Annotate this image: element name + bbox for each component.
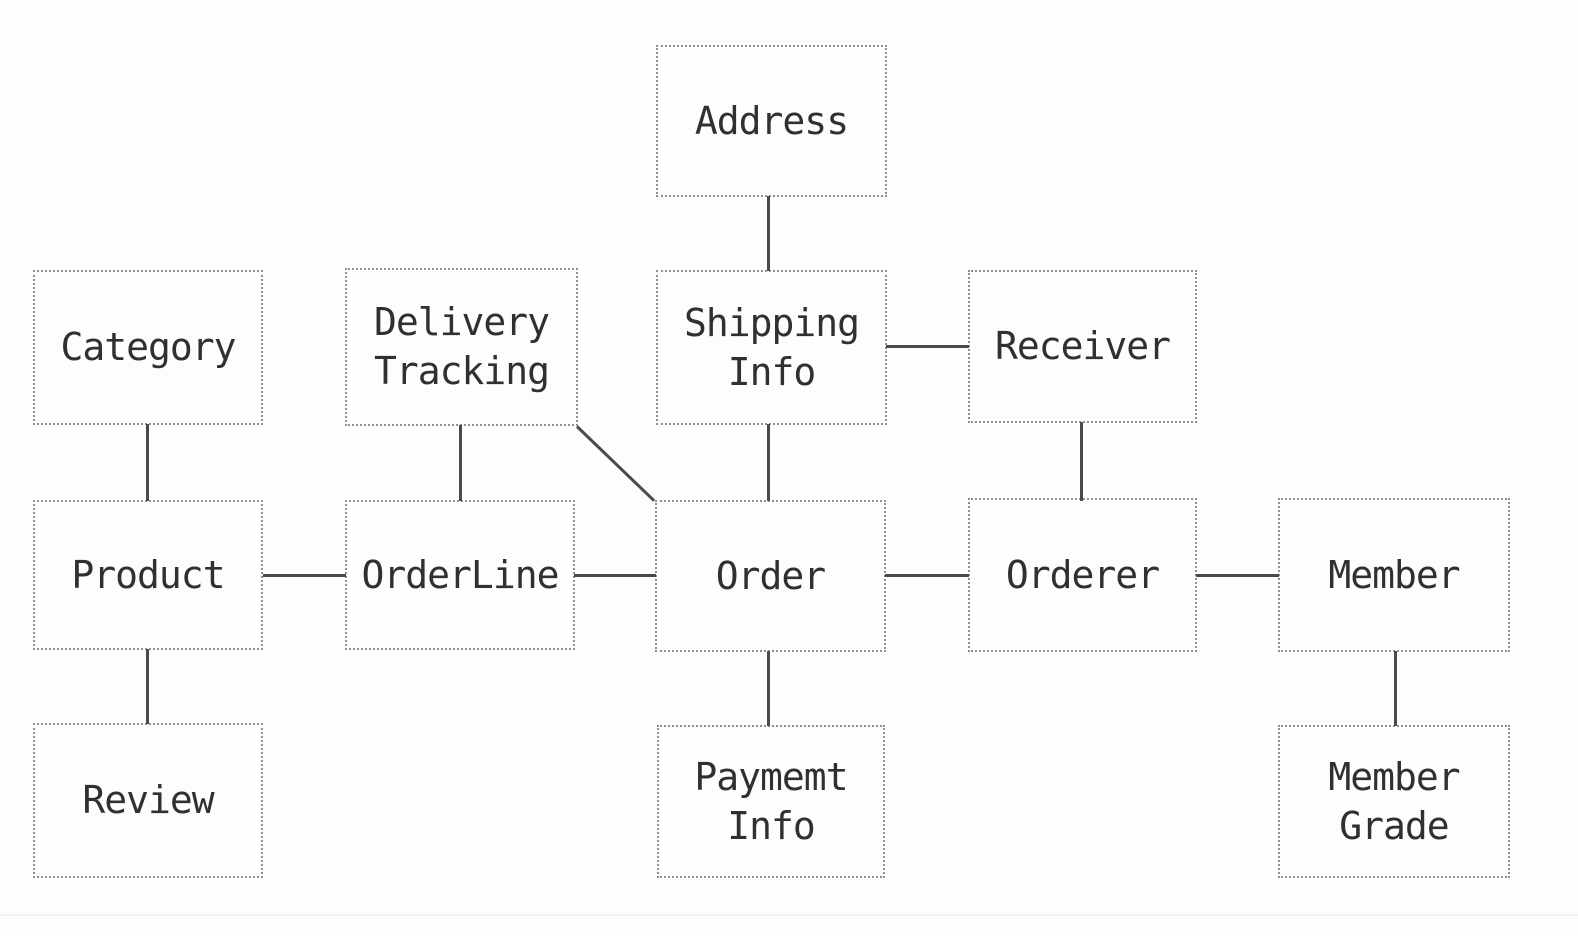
node-delivery-tracking: Delivery Tracking bbox=[345, 268, 578, 426]
node-order: Order bbox=[655, 500, 886, 652]
node-member: Member bbox=[1278, 498, 1510, 652]
connector-delivery-tracking-order bbox=[575, 425, 656, 502]
node-orderer-label: Orderer bbox=[1005, 552, 1160, 597]
node-address: Address bbox=[656, 45, 887, 197]
node-receiver: Receiver bbox=[968, 270, 1197, 423]
node-review: Review bbox=[33, 723, 263, 878]
connector-shipping-info-order bbox=[767, 424, 770, 501]
node-delivery-tracking-label: Delivery Tracking bbox=[373, 300, 550, 393]
node-product-label: Product bbox=[71, 552, 225, 597]
node-category: Category bbox=[33, 270, 263, 425]
node-review-label: Review bbox=[82, 778, 214, 823]
connector-address-shipping-info bbox=[767, 196, 770, 271]
node-shipping-info-label: Shipping Info bbox=[683, 300, 860, 394]
connector-product-review bbox=[146, 649, 149, 724]
node-member-grade-label: Member Grade bbox=[1328, 754, 1460, 848]
node-product: Product bbox=[33, 500, 263, 650]
node-order-label: Order bbox=[715, 553, 826, 598]
connector-orderer-member bbox=[1196, 574, 1279, 577]
node-receiver-label: Receiver bbox=[994, 324, 1171, 369]
connector-order-payment-info bbox=[767, 651, 770, 726]
scan-edge-artifact bbox=[0, 914, 1578, 916]
connector-receiver-orderer bbox=[1080, 422, 1083, 501]
node-payment-info-label: Paymemt Info bbox=[694, 754, 848, 848]
connector-delivery-tracking-orderline bbox=[459, 425, 462, 501]
connector-shipping-info-receiver bbox=[886, 345, 969, 348]
node-orderline-label: OrderLine bbox=[361, 552, 560, 597]
connector-orderline-order bbox=[574, 574, 656, 577]
node-address-label: Address bbox=[694, 98, 849, 143]
connector-order-orderer bbox=[885, 574, 969, 577]
connector-member-member-grade bbox=[1394, 651, 1397, 726]
node-shipping-info: Shipping Info bbox=[656, 270, 887, 425]
node-payment-info: Paymemt Info bbox=[657, 725, 885, 878]
connector-category-product bbox=[146, 424, 149, 501]
node-member-grade: Member Grade bbox=[1278, 725, 1510, 878]
node-member-label: Member bbox=[1328, 552, 1460, 597]
node-orderline: OrderLine bbox=[345, 500, 575, 650]
node-category-label: Category bbox=[60, 325, 236, 370]
connector-product-orderline bbox=[263, 574, 346, 577]
node-orderer: Orderer bbox=[968, 498, 1197, 652]
